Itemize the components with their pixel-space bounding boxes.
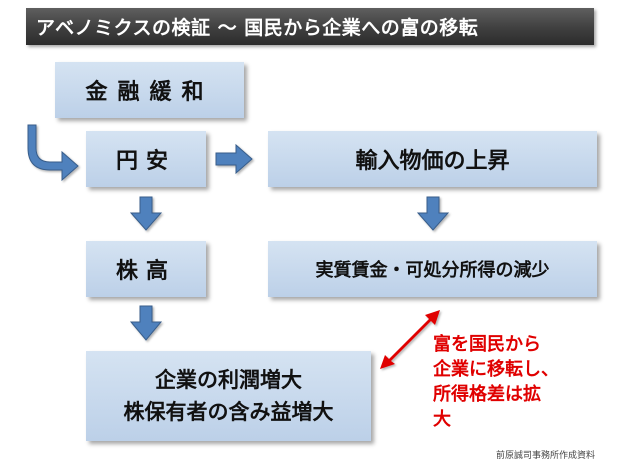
node-jisshitsu-chingin-label: 実質賃金・可処分所得の減少 [315, 260, 550, 281]
node-kigyo-line1: 企業の利潤増大 [155, 368, 302, 392]
node-kabudaka-label: 株高 [115, 259, 176, 284]
node-jisshitsu-chingin: 実質賃金・可処分所得の減少 [268, 241, 597, 297]
annotation-line: 企業に移転し、 [433, 359, 559, 380]
node-yunyu-bukka-label: 輸入物価の上昇 [355, 149, 510, 174]
title-bar: アベノミクスの検証 ～ 国民から企業への富の移転 [26, 8, 594, 45]
bent-arrow-icon [27, 124, 79, 182]
annotation-line: 大 [433, 409, 451, 430]
node-enyasu: 円安 [86, 131, 206, 187]
node-yunyu-bukka: 輸入物価の上昇 [268, 131, 597, 187]
node-enyasu-label: 円安 [115, 149, 176, 174]
down-arrow-icon [129, 196, 163, 231]
node-kigyo-line2: 株保有者の含み益増大 [123, 400, 334, 424]
right-arrow-icon [215, 143, 253, 175]
node-kabudaka: 株高 [86, 241, 206, 297]
double-arrow-icon [380, 310, 440, 369]
node-kinyu-kanwa-label: 金融緩和 [85, 80, 214, 105]
transfer-annotation: 富を国民から 企業に移転し、 所得格差は拡 大 [433, 332, 583, 432]
down-arrow-icon [416, 196, 450, 231]
page-title: アベノミクスの検証 ～ 国民から企業への富の移転 [36, 17, 479, 39]
annotation-line: 富を国民から [433, 334, 541, 355]
source-credit: 前原誠司事務所作成資料 [496, 451, 596, 461]
node-kigyo-rijun: 企業の利潤増大 株保有者の含み益増大 [86, 351, 371, 441]
node-kinyu-kanwa: 金融緩和 [55, 62, 244, 118]
down-arrow-icon [129, 305, 163, 341]
annotation-line: 所得格差は拡 [433, 384, 541, 405]
